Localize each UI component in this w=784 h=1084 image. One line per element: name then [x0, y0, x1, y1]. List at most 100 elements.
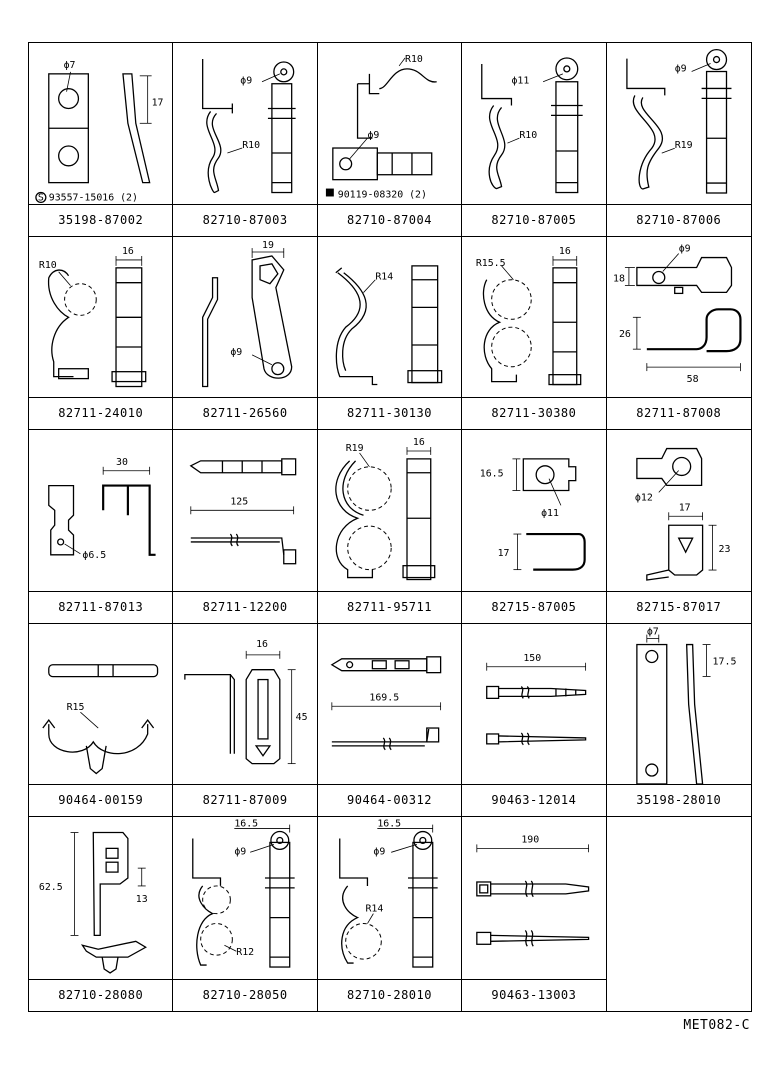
drawing-code: MET082-C: [683, 1018, 750, 1033]
label-height: 23: [718, 544, 730, 555]
part-cell: 190 90463-13003: [462, 817, 607, 1011]
part-number: 82710-28010: [317, 979, 462, 1011]
part-cell: 169.5 90464-00312: [317, 623, 463, 818]
label-radius: R12: [237, 948, 255, 959]
part-cell: ϕ7 17 S 93557-15016 (2) 35198-87002: [29, 43, 174, 237]
part-cell: 16.5 ϕ9 R14 82710-28010: [317, 817, 463, 1011]
label-diameter: ϕ9: [373, 847, 385, 858]
svg-text:S: S: [38, 192, 44, 203]
part-drawing: 125: [189, 458, 297, 565]
label-diameter: ϕ6.5: [82, 550, 106, 561]
part-number: 82711-87009: [173, 784, 317, 816]
label-radius: R10: [243, 140, 261, 151]
part-drawing: 16 45: [184, 639, 308, 765]
part-cell: ϕ9 R19 82710-87006: [606, 43, 751, 237]
part-drawing: 19 ϕ9: [202, 240, 293, 387]
label-screw: 93557-15016 (2): [49, 192, 138, 203]
label-radius: R10: [405, 54, 423, 65]
part-number: 35198-87002: [29, 203, 173, 236]
part-cell: 30 ϕ6.5 82711-87013: [29, 430, 174, 624]
label-diameter: ϕ7: [64, 60, 76, 71]
part-cell: 16.5 ϕ11 17 82715-87005: [462, 430, 607, 624]
part-cell: 62.5 13 82710-28080: [29, 817, 174, 1011]
part-number: 82711-87013: [29, 590, 173, 623]
part-number: 90464-00159: [29, 784, 173, 816]
part-cell: R15 90464-00159: [29, 623, 174, 818]
part-cell: R14 82711-30130: [317, 236, 463, 431]
label-length: 17: [152, 97, 164, 108]
part-drawing: ϕ12 17 23: [634, 448, 730, 581]
part-drawing: 16.5 ϕ9 R14: [338, 819, 438, 969]
part-drawing: 62.5 13: [39, 832, 148, 975]
part-number: 90463-13003: [462, 979, 606, 1011]
part-cell: 125 82711-12200: [173, 430, 318, 624]
part-cell: 16 R15.5 82711-30380: [462, 236, 607, 431]
label-width: 16.5: [235, 819, 259, 830]
part-number: 82711-30380: [462, 397, 606, 429]
part-drawing: ϕ9 R19: [625, 48, 732, 194]
part-drawing: 169.5: [330, 655, 442, 751]
label-width: 16.5: [377, 819, 401, 830]
label-length: 169.5: [369, 692, 399, 703]
label-height-1: 18: [613, 273, 625, 284]
part-number: 82711-95711: [317, 590, 462, 623]
part-cell: ϕ12 17 23 82715-87017: [606, 430, 751, 624]
part-number: 82711-26560: [173, 397, 317, 429]
part-drawing: 16 R15.5: [476, 246, 582, 385]
empty-cell: [607, 817, 751, 1011]
label-width: 58: [686, 374, 698, 385]
label-bolt: 90119-08320 (2): [338, 189, 427, 200]
part-drawing: 150: [486, 653, 587, 746]
label-height-2: 26: [619, 329, 631, 340]
label-radius: R10: [39, 259, 57, 270]
label-length: 150: [524, 653, 542, 664]
label-length: 125: [231, 497, 249, 508]
part-number: 82710-28080: [29, 979, 173, 1011]
label-length: 17.5: [712, 656, 736, 667]
part-number: 82710-87005: [462, 203, 606, 236]
part-number: 82711-12200: [173, 590, 317, 623]
part-number: 82715-87005: [462, 590, 606, 623]
part-number: 82710-87004: [317, 203, 462, 236]
label-width: 19: [262, 240, 274, 251]
label-diameter: ϕ9: [231, 346, 243, 357]
label-diameter: ϕ9: [678, 243, 690, 254]
label-radius: R10: [520, 130, 538, 141]
part-cell: 17.5 ϕ7 35198-28010: [606, 624, 751, 818]
label-radius: R14: [375, 271, 393, 282]
part-drawing: R14: [335, 264, 443, 385]
part-number: 82710-87006: [606, 203, 751, 236]
label-height-2: 13: [136, 894, 148, 905]
label-width: 17: [678, 502, 690, 513]
part-cell: 18 ϕ9 26 58 82711-87008: [606, 237, 751, 431]
part-drawing: 18 ϕ9 26 58: [613, 243, 742, 385]
label-width: 16: [122, 246, 134, 257]
part-cell: R10 ϕ9 90119-08320 (2) 82710-87004: [317, 43, 463, 237]
part-drawing: ϕ9 R10: [202, 59, 297, 194]
part-drawing: 30 ϕ6.5: [48, 457, 156, 561]
label-radius: R19: [345, 443, 363, 454]
label-width: 16: [413, 437, 425, 448]
part-drawing: R15: [42, 663, 159, 775]
part-cell: ϕ11 R10 82710-87005: [462, 43, 607, 237]
label-width: 16: [256, 639, 268, 650]
part-cell: 16 R19 82711-95711: [317, 430, 463, 624]
part-drawing: ϕ7 17 S 93557-15016 (2): [35, 60, 164, 203]
part-number: 90464-00312: [317, 784, 462, 816]
part-number: 90463-12014: [462, 784, 606, 816]
part-number: 82710-87003: [173, 203, 317, 236]
label-width: 16: [559, 246, 571, 257]
part-number: 35198-28010: [606, 784, 751, 816]
parts-sheet: ϕ7 17 S 93557-15016 (2) 35198-87002 ϕ9 R…: [28, 42, 752, 1012]
label-height: 62.5: [39, 882, 63, 893]
label-diameter: ϕ9: [235, 847, 247, 858]
part-drawing: 16 R19: [335, 437, 436, 581]
part-number: 82711-30130: [317, 397, 462, 429]
part-drawing: 16 R10: [39, 246, 147, 387]
label-radius: R19: [674, 140, 692, 151]
part-drawing: ϕ11 R10: [481, 57, 583, 194]
label-diameter: ϕ9: [241, 76, 253, 87]
part-number: 82711-87008: [606, 397, 751, 429]
label-height-2: 17: [498, 548, 510, 559]
label-radius: R15: [67, 702, 85, 713]
